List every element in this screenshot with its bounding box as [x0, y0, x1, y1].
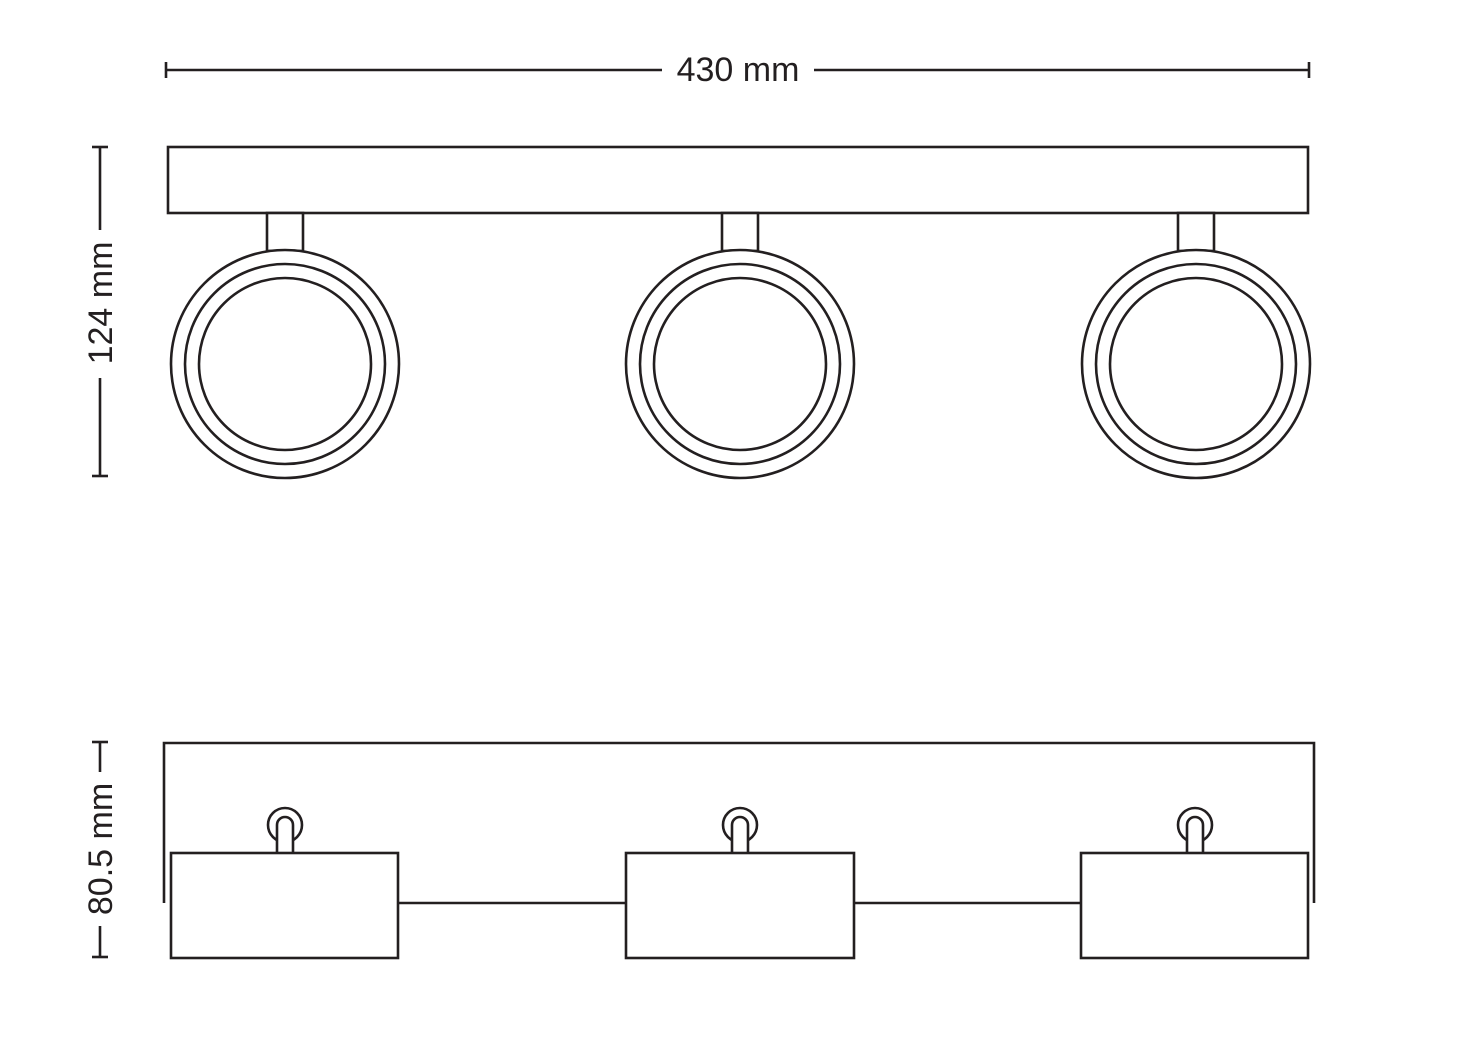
- width-dimension: 430 mm: [164, 51, 1311, 89]
- side-spotlight-pivot-arm: [275, 815, 295, 853]
- front-spotlight-center: [624, 211, 856, 480]
- side-spotlight-housing: [624, 851, 856, 960]
- front-spotlight-outer-ring: [1080, 248, 1312, 480]
- front-spotlight-left: [169, 211, 401, 480]
- front-spotlight-lens: [197, 276, 373, 452]
- front-height-dimension: 124 mm: [82, 145, 120, 478]
- front-spotlight-stem: [265, 211, 305, 253]
- side-spotlight-pivot-arm: [730, 815, 750, 853]
- side-spotlight-housing: [1079, 851, 1310, 960]
- front-spotlight-lens: [652, 276, 828, 452]
- front-spotlight-outer-ring: [624, 248, 856, 480]
- front-spotlight-lens: [1108, 276, 1284, 452]
- side-view: [162, 741, 1316, 960]
- front-spotlight-stem: [1176, 211, 1216, 253]
- front-spotlight-middle-ring: [183, 262, 387, 466]
- front-spotlight-middle-ring: [638, 262, 842, 466]
- side-height-dimension-label: 80.5 mm: [82, 783, 120, 915]
- side-spotlight-left: [169, 806, 400, 960]
- front-spotlight-stem: [720, 211, 760, 253]
- front-height-dimension-label: 124 mm: [82, 242, 120, 365]
- side-spotlight-center: [624, 806, 856, 960]
- front-spotlight-outer-ring: [169, 248, 401, 480]
- side-spotlight-housing: [169, 851, 400, 960]
- side-spotlight-right: [1079, 806, 1310, 960]
- front-spotlight-right: [1080, 211, 1312, 480]
- side-spotlight-pivot-arm: [1185, 815, 1205, 853]
- width-dimension-label: 430 mm: [677, 51, 800, 89]
- front-spotlight-middle-ring: [1094, 262, 1298, 466]
- side-view-base-plate: [162, 741, 1316, 903]
- front-view-mounting-bar: [166, 145, 1310, 215]
- side-height-dimension: 80.5 mm: [82, 740, 120, 959]
- front-view: [166, 145, 1312, 480]
